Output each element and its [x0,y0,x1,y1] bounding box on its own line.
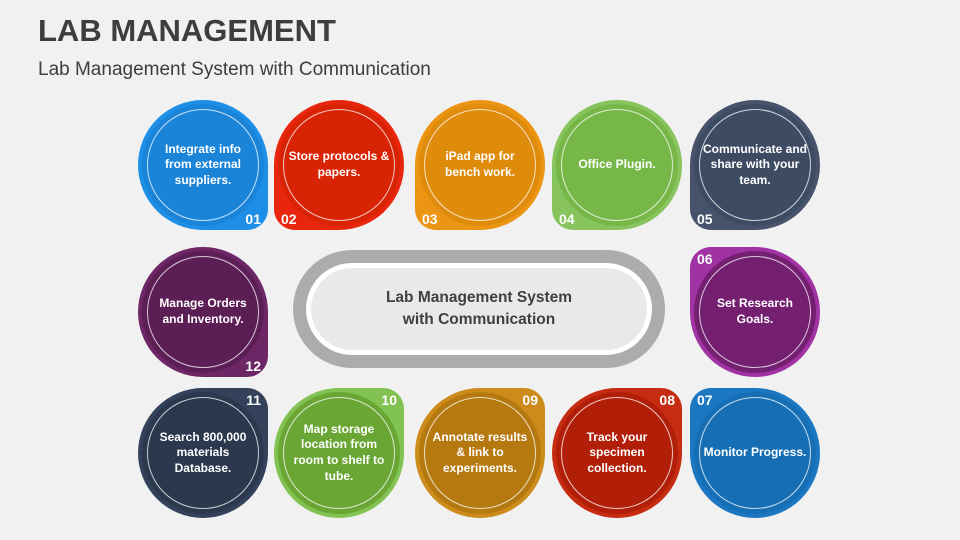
bubble-number: 08 [659,392,675,408]
bubble-label: Communicate and share with your team. [703,141,808,187]
bubble-circle: Annotate results & link to experiments. [419,392,541,514]
bubble-label: Store protocols & papers. [288,149,390,179]
bubble-07-monitor-progress: 07 Monitor Progress. [690,388,820,518]
bubble-12-manage-orders: 12 Manage Orders and Inventory. [138,247,268,377]
bubble-circle: Communicate and share with your team. [694,104,816,226]
bubble-02-store-protocols: 02 Store protocols & papers. [274,100,404,230]
bubble-number: 07 [697,392,713,408]
center-pill-line1: Lab Management System [385,289,573,307]
bubble-03-ipad-app: 03 iPad app for bench work. [415,100,545,230]
bubble-number: 05 [697,211,713,227]
bubble-08-track-specimen: 08 Track your specimen collection. [552,388,682,518]
bubble-01-integrate-info: 01 Integrate info from external supplier… [138,100,268,230]
bubble-05-communicate-share: 05 Communicate and share with your team. [690,100,820,230]
bubble-number: 12 [245,358,261,374]
bubble-label: Integrate info from external suppliers. [164,141,242,187]
bubble-11-search-materials: 11 Search 800,000 materials Database. [138,388,268,518]
bubble-number: 04 [559,211,575,227]
bubble-04-office-plugin: 04 Office Plugin. [552,100,682,230]
bubble-circle: Office Plugin. [556,104,678,226]
page-title: LAB MANAGEMENT [38,13,336,48]
page-subtitle: Lab Management System with Communication [38,59,431,80]
bubble-number: 06 [697,251,713,267]
bubble-label: Search 800,000 materials Database. [159,429,247,475]
bubble-circle: Set Research Goals. [694,251,816,373]
bubble-number: 02 [281,211,297,227]
bubble-circle: Store protocols & papers. [278,104,400,226]
bubble-number: 03 [422,211,438,227]
bubble-06-set-research-goals: 06 Set Research Goals. [690,247,820,377]
bubble-label: Monitor Progress. [703,445,807,460]
bubble-circle: Monitor Progress. [694,392,816,514]
center-pill-line2: with Communication [402,311,556,328]
bubble-number: 01 [245,211,261,227]
bubble-09-annotate-results: 09 Annotate results & link to experiment… [415,388,545,518]
bubble-circle: Integrate info from external suppliers. [142,104,264,226]
bubble-circle: Map storage location from room to shelf … [278,392,400,514]
bubble-label: Map storage location from room to shelf … [293,421,385,483]
bubble-number: 11 [246,392,261,408]
bubble-10-map-storage: 10 Map storage location from room to she… [274,388,404,518]
bubble-number: 10 [381,392,397,408]
center-pill: Lab Management System with Communication [293,250,665,368]
bubble-label: iPad app for bench work. [444,149,515,179]
bubble-circle: Manage Orders and Inventory. [142,251,264,373]
bubble-label: Office Plugin. [578,157,656,172]
bubble-label: Annotate results & link to experiments. [432,429,528,475]
bubble-label: Set Research Goals. [716,296,794,326]
bubble-label: Manage Orders and Inventory. [159,296,247,326]
bubble-circle: iPad app for bench work. [419,104,541,226]
bubble-label: Track your specimen collection. [586,429,648,475]
bubble-number: 09 [522,392,538,408]
bubble-circle: Track your specimen collection. [556,392,678,514]
bubble-circle: Search 800,000 materials Database. [142,392,264,514]
